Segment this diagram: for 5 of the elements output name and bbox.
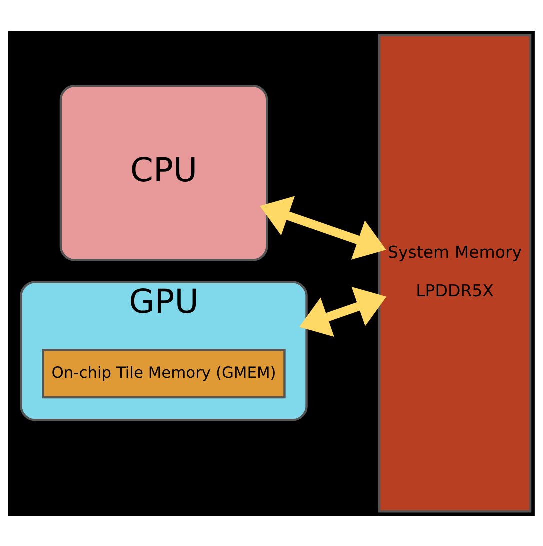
node-box: CPU: [60, 84, 268, 261]
arrow: [300, 286, 387, 337]
arrow: [260, 196, 386, 260]
node-box: System Memory LPDDR5X: [378, 34, 532, 512]
node-box: On-chip Tile Memory (GMEM): [42, 348, 286, 398]
